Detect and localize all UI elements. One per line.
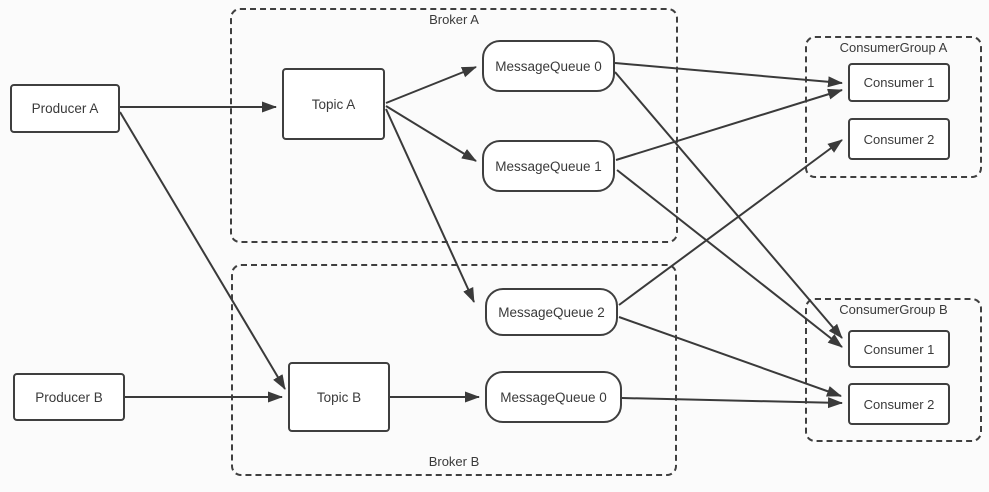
node-consumer-2-group-b: Consumer 2 <box>848 383 950 425</box>
edge-mq0_broker_b-to-consumer2_group_b <box>621 397 843 409</box>
node-producer-b: Producer B <box>13 373 125 421</box>
group-broker-a-label: Broker A <box>429 12 479 27</box>
group-broker-b-label: Broker B <box>428 454 480 469</box>
group-consumer-group-a: ConsumerGroup A <box>805 36 982 178</box>
group-consumer-group-a-label: ConsumerGroup A <box>839 40 948 55</box>
edge-mq0_broker_a-to-consumer1_group_a <box>614 62 843 88</box>
node-consumer-2-group-a: Consumer 2 <box>848 118 950 160</box>
node-consumer-1-group-b: Consumer 1 <box>848 330 950 368</box>
edge-topic_a-to-mq2_broker_b <box>385 108 475 303</box>
edge-topic_a-to-mq1_broker_a <box>385 105 477 162</box>
node-messagequeue-2-broker-b: MessageQueue 2 <box>485 288 618 336</box>
edge-mq1_broker_a-to-consumer1_group_b <box>616 169 843 348</box>
node-messagequeue-0-broker-b: MessageQueue 0 <box>485 371 622 423</box>
edge-mq2_broker_b-to-consumer2_group_b <box>618 316 842 397</box>
edge-mq1_broker_a-to-consumer1_group_a <box>615 88 843 161</box>
edge-mq2_broker_b-to-consumer2_group_a <box>618 139 843 306</box>
node-messagequeue-1-broker-a: MessageQueue 1 <box>482 140 615 192</box>
node-messagequeue-0-broker-a: MessageQueue 0 <box>482 40 615 92</box>
group-consumer-group-b: ConsumerGroup B <box>805 298 982 442</box>
node-topic-b: Topic B <box>288 362 390 432</box>
node-topic-a: Topic A <box>282 68 385 140</box>
edge-mq0_broker_a-to-consumer1_group_b <box>614 71 843 339</box>
node-producer-a: Producer A <box>10 84 120 133</box>
group-consumer-group-b-label: ConsumerGroup B <box>839 302 948 317</box>
group-broker-a: Broker A <box>230 8 678 243</box>
node-consumer-1-group-a: Consumer 1 <box>848 63 950 102</box>
edge-topic_a-to-mq0_broker_a <box>385 66 477 104</box>
group-broker-b: Broker B <box>231 264 677 476</box>
edge-producer_a-to-topic_b <box>119 111 286 390</box>
